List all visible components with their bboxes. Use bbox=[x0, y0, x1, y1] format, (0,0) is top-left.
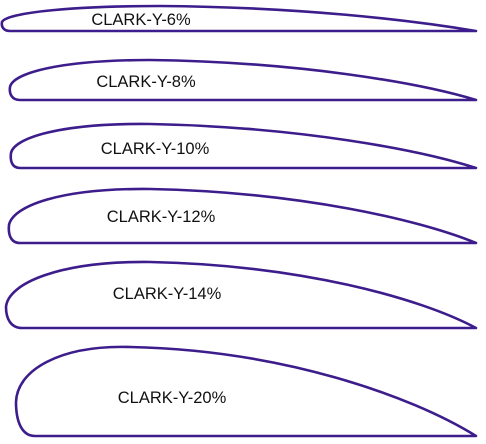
airfoil-label: CLARK-Y-14% bbox=[113, 285, 222, 303]
airfoil-outline bbox=[9, 122, 478, 170]
airfoil-clark-y-8: CLARK-Y-8% bbox=[8, 58, 478, 102]
airfoil-outline bbox=[0, 4, 478, 33]
airfoil-label: CLARK-Y-10% bbox=[101, 140, 210, 158]
airfoil-clark-y-10: CLARK-Y-10% bbox=[9, 122, 478, 170]
airfoil-clark-y-12: CLARK-Y-12% bbox=[7, 187, 478, 245]
airfoil-outline bbox=[8, 58, 478, 102]
airfoil-clark-y-14: CLARK-Y-14% bbox=[4, 260, 478, 330]
airfoil-clark-y-20: CLARK-Y-20% bbox=[14, 345, 478, 438]
airfoil-outline bbox=[14, 345, 478, 438]
airfoil-label: CLARK-Y-20% bbox=[118, 389, 227, 407]
airfoil-label: CLARK-Y-6% bbox=[91, 11, 191, 29]
airfoil-clark-y-6: CLARK-Y-6% bbox=[0, 4, 478, 33]
airfoil-label: CLARK-Y-12% bbox=[107, 208, 216, 226]
airfoil-label: CLARK-Y-8% bbox=[96, 73, 196, 91]
airfoil-outline bbox=[4, 260, 478, 330]
airfoil-outline bbox=[7, 187, 478, 245]
